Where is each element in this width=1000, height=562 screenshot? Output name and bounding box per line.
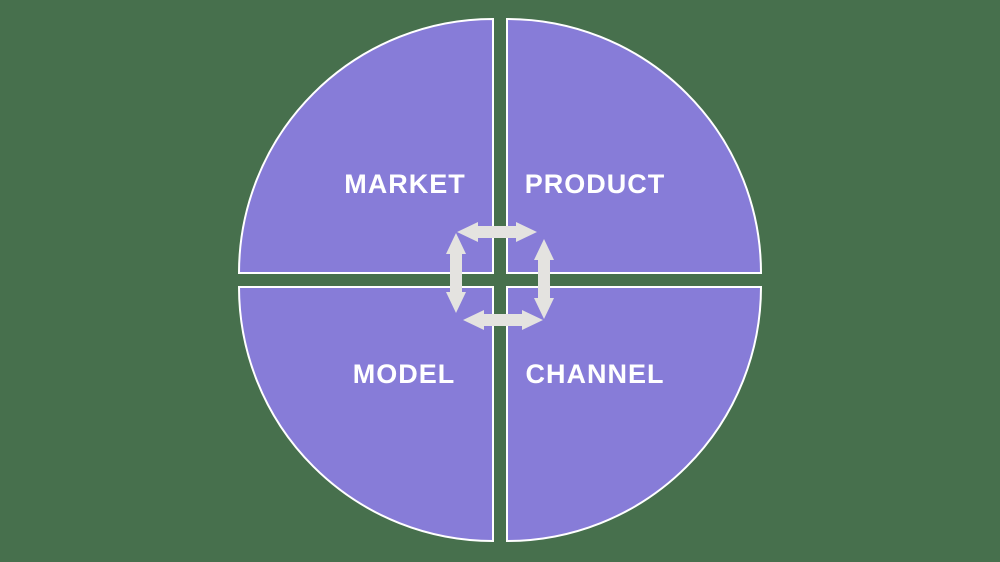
double-arrow-bottom-icon [463, 310, 543, 330]
quadrant-channel-label: CHANNEL [526, 359, 665, 389]
double-arrow-top-icon [457, 222, 537, 242]
quadrant-market-shape [237, 17, 494, 274]
cycle-double-arrows-icon [446, 222, 554, 330]
quadrant-product-label: PRODUCT [525, 169, 666, 199]
quadrant-product-shape [506, 17, 763, 274]
quadrant-model-shape [237, 286, 494, 543]
double-arrow-right-icon [534, 239, 554, 319]
quadrant-market-label: MARKET [344, 169, 466, 199]
quadrant-model-label: MODEL [353, 359, 456, 389]
quadrant-channel-shape [506, 286, 763, 543]
double-arrow-left-icon [446, 233, 466, 313]
